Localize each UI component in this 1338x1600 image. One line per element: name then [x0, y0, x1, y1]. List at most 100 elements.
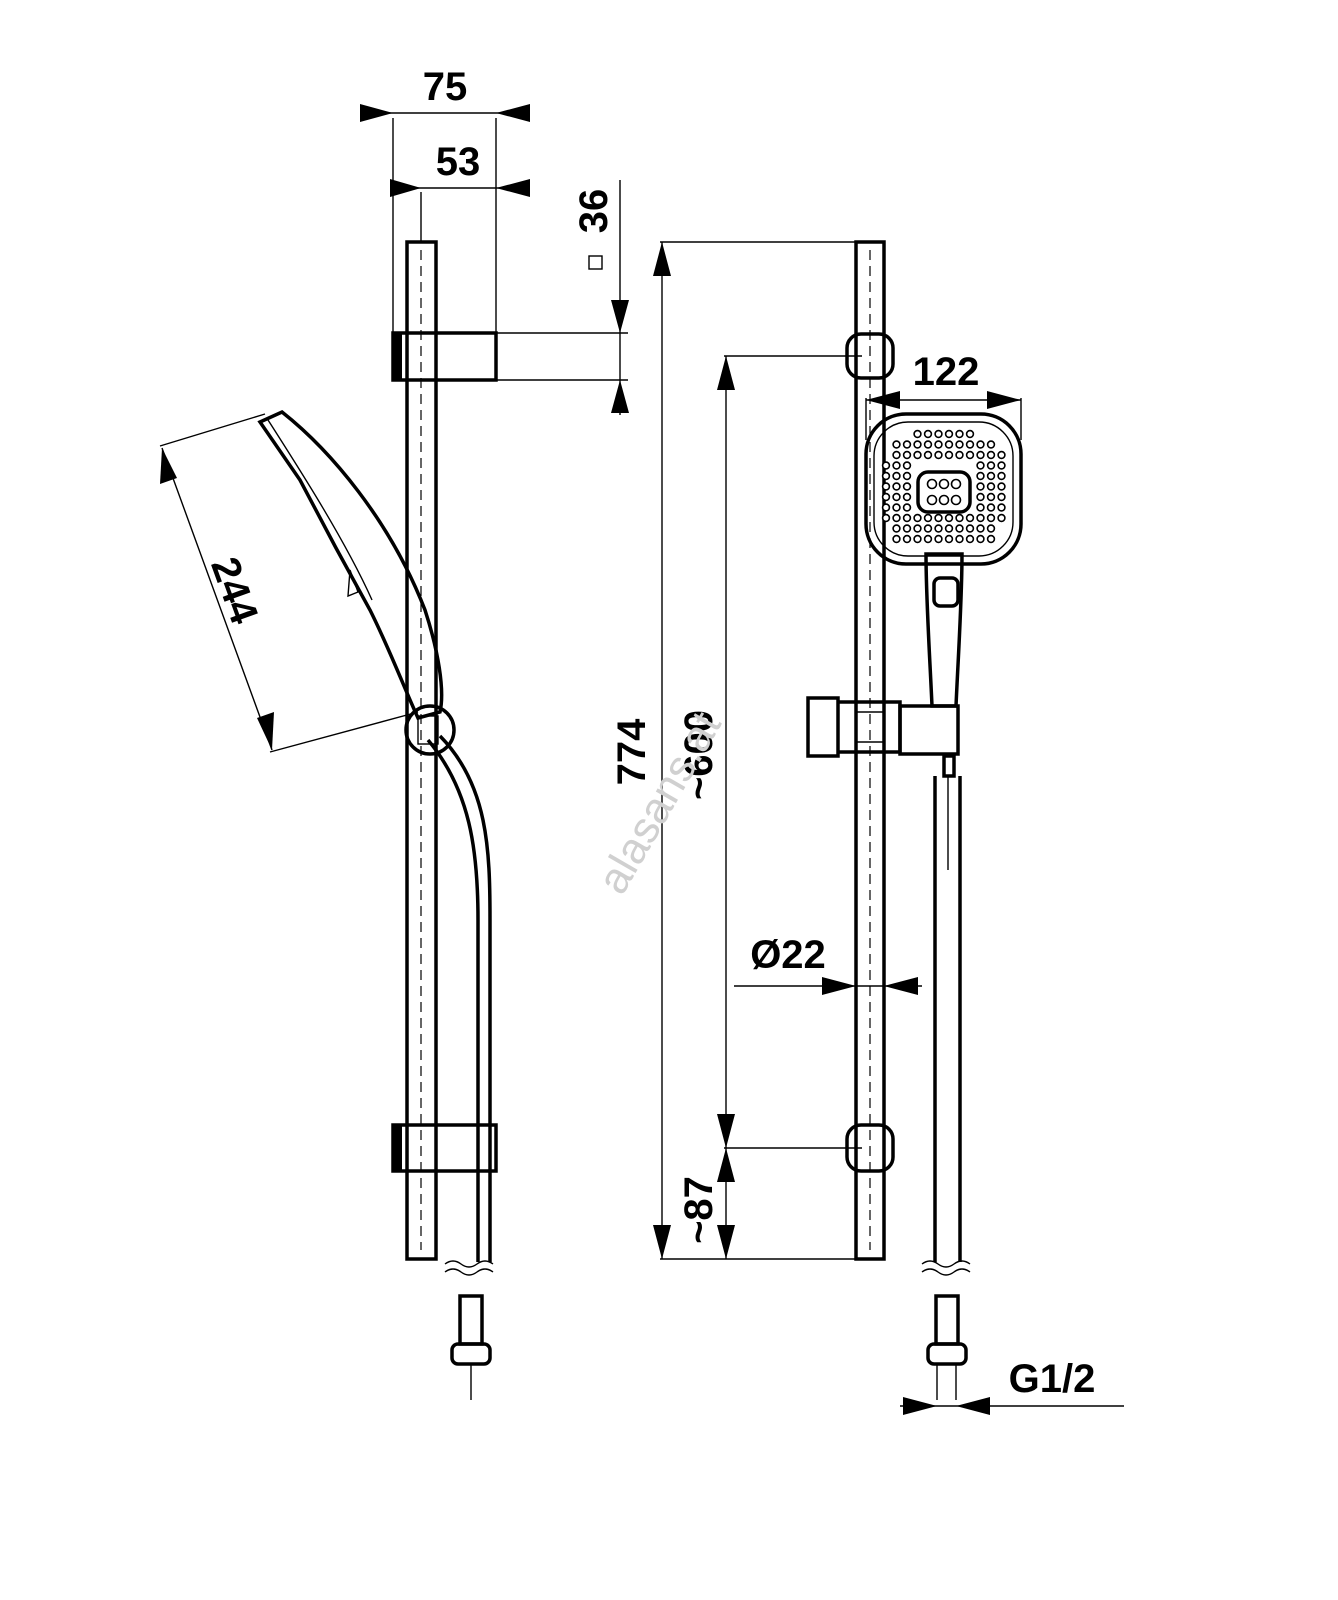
nozzle	[902, 482, 912, 491]
nozzle	[944, 513, 954, 523]
dim-bracket-from-bottom-label: ~87	[677, 1176, 721, 1244]
nozzle	[892, 440, 901, 449]
nozzle	[913, 440, 922, 449]
nozzle	[902, 471, 912, 481]
dim-handshower-width: 122	[865, 350, 1022, 440]
nozzle	[986, 461, 996, 470]
nozzle	[976, 461, 985, 470]
nozzle	[986, 534, 996, 544]
nozzle	[955, 534, 964, 544]
nozzle	[913, 513, 922, 523]
nozzle	[955, 513, 964, 523]
nozzle	[923, 524, 933, 533]
nozzle	[986, 450, 996, 460]
nozzle	[892, 482, 901, 491]
nozzle-grid	[881, 429, 1006, 544]
nozzle	[881, 513, 891, 523]
nozzle	[997, 503, 1006, 512]
nozzle	[934, 524, 943, 533]
nozzle	[902, 450, 912, 460]
dim-bar-diameter-label: Ø22	[750, 933, 826, 977]
dim-width-bar: 53	[390, 140, 530, 242]
nozzle	[923, 534, 933, 544]
nozzle	[997, 492, 1006, 502]
side-view: 75 53 36 244	[159, 65, 629, 1400]
nozzle	[913, 534, 922, 544]
nozzle	[913, 450, 922, 460]
dim-thread-label: G1/2	[1009, 1357, 1096, 1401]
nozzle	[892, 471, 901, 481]
nozzle	[881, 482, 891, 491]
nozzle	[965, 440, 975, 449]
nozzle	[923, 429, 933, 439]
dim-bracket-from-bottom: ~87	[677, 1148, 735, 1259]
nozzle	[881, 461, 891, 470]
front-hose	[921, 754, 971, 1400]
nozzle	[955, 429, 964, 439]
dim-thread: G1/2	[900, 1357, 1124, 1415]
dim-handshower-length-label: 244	[202, 552, 266, 630]
nozzle	[934, 513, 943, 523]
nozzle	[997, 450, 1006, 460]
front-handshower	[864, 412, 1023, 708]
nozzle	[892, 503, 901, 512]
nozzle	[997, 471, 1006, 481]
nozzle	[923, 440, 933, 449]
dim-width-bar-label: 53	[436, 140, 481, 184]
nozzle	[997, 461, 1006, 470]
nozzle	[892, 492, 901, 502]
nozzle	[902, 534, 912, 544]
dim-bracket-spacing: ~600	[677, 355, 862, 1149]
nozzle	[965, 429, 975, 439]
nozzle	[965, 513, 975, 523]
nozzle	[902, 513, 912, 523]
nozzle	[986, 524, 996, 533]
dim-width-total-label: 75	[423, 65, 468, 109]
front-slider	[806, 696, 960, 758]
side-hose	[426, 734, 494, 1400]
nozzle	[976, 471, 985, 481]
nozzle	[881, 471, 891, 481]
side-bottom-bracket	[391, 1123, 498, 1173]
side-top-bracket	[391, 331, 628, 382]
nozzle	[986, 492, 996, 502]
dim-bracket-square: 36	[572, 180, 629, 415]
nozzle	[923, 513, 933, 523]
nozzle	[944, 429, 954, 439]
nozzle	[881, 492, 891, 502]
nozzle	[986, 471, 996, 481]
nozzle	[944, 440, 954, 449]
dim-bar-length-label: 774	[610, 718, 654, 785]
nozzle	[892, 450, 901, 460]
dim-bar-length: 774	[610, 241, 862, 1260]
nozzle	[955, 450, 964, 460]
nozzle	[944, 524, 954, 533]
nozzle	[965, 534, 975, 544]
nozzle	[944, 534, 954, 544]
nozzle	[976, 503, 985, 512]
nozzle	[986, 440, 996, 449]
nozzle	[997, 513, 1006, 523]
nozzle	[976, 440, 985, 449]
nozzle	[934, 440, 943, 449]
nozzle	[892, 524, 901, 533]
side-rail	[405, 240, 438, 1261]
nozzle	[902, 492, 912, 502]
nozzle	[976, 524, 985, 533]
nozzle	[934, 450, 943, 460]
nozzle	[976, 534, 985, 544]
nozzle	[923, 450, 933, 460]
nozzle	[934, 429, 943, 439]
nozzle	[881, 503, 891, 512]
nozzle	[902, 440, 912, 449]
side-handshower	[257, 409, 456, 756]
nozzle	[892, 513, 901, 523]
dim-bar-diameter: Ø22	[734, 933, 922, 995]
dim-bracket-square-label: 36	[572, 189, 616, 234]
nozzle	[944, 450, 954, 460]
nozzle	[934, 534, 943, 544]
nozzle	[986, 482, 996, 491]
nozzle	[892, 461, 901, 470]
nozzle	[976, 492, 985, 502]
